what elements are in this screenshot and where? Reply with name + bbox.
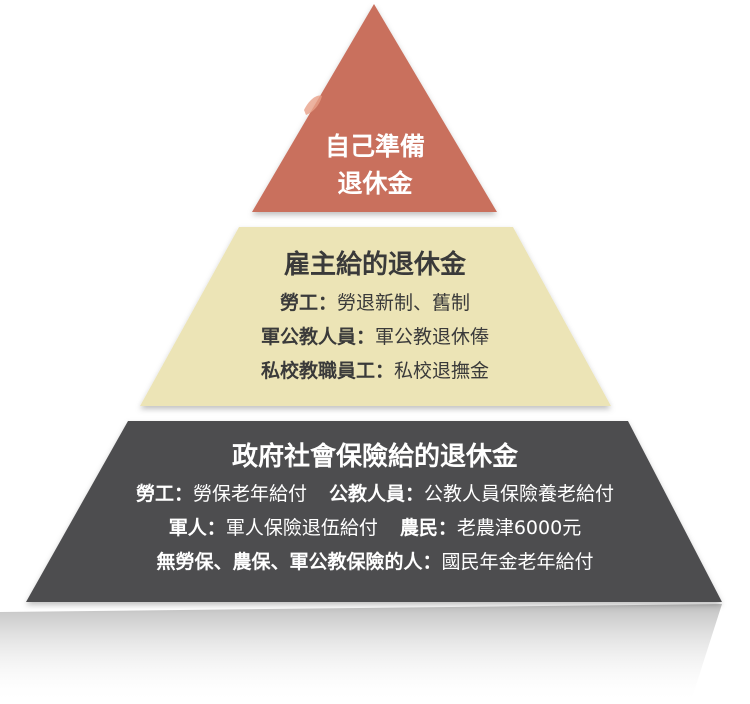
top-tier-line-1: 自己準備 [324, 132, 425, 161]
row-text: 國民年金老年給付 [441, 551, 594, 573]
pyramid-top-tier [252, 4, 497, 212]
row-label: 無勞保、農保、軍公教保險的人： [156, 551, 442, 573]
pyramid-bottom-tier [26, 421, 722, 602]
row-text: 私校退撫金 [394, 360, 490, 382]
floor-shadow [0, 604, 722, 704]
row-text: 勞退新制、舊制 [337, 292, 471, 314]
row-text: 軍公教退休俸 [375, 326, 490, 348]
row-label: 軍公教人員： [260, 326, 375, 348]
middle-tier-row: 私校教職員工：私校退撫金 [0, 354, 750, 388]
pyramid-middle-tier [140, 227, 611, 406]
row-label: 勞工： [135, 483, 193, 505]
row-text: 勞保老年給付 [192, 483, 307, 505]
middle-tier-text: 雇主給的退休金 勞工：勞退新制、舊制 軍公教人員：軍公教退休俸 私校教職員工：私… [0, 244, 750, 388]
row-label: 公教人員： [329, 483, 425, 505]
row-text: 老農津6000元 [456, 517, 582, 539]
bottom-tier-title: 政府社會保險給的退休金 [231, 442, 518, 472]
leaf-decoration [304, 95, 322, 115]
middle-tier-title: 雇主給的退休金 [283, 250, 466, 280]
top-tier-text: 自己準備 退休金 [0, 128, 750, 202]
bottom-tier-row: 勞工：勞保老年給付公教人員：公教人員保險養老給付 [0, 477, 750, 511]
row-label: 農民： [399, 517, 457, 539]
row-label: 軍人： [168, 517, 226, 539]
top-tier-line-2: 退休金 [337, 169, 413, 198]
bottom-tier-text: 政府社會保險給的退休金 勞工：勞保老年給付公教人員：公教人員保險養老給付 軍人：… [0, 437, 750, 579]
row-text: 公教人員保險養老給付 [424, 483, 615, 505]
bottom-tier-row: 軍人：軍人保險退伍給付農民：老農津6000元 [0, 511, 750, 545]
row-text: 軍人保險退伍給付 [225, 517, 378, 539]
bottom-tier-row: 無勞保、農保、軍公教保險的人：國民年金老年給付 [0, 545, 750, 579]
middle-tier-row: 勞工：勞退新制、舊制 [0, 286, 750, 320]
row-label: 私校教職員工： [260, 360, 394, 382]
middle-tier-row: 軍公教人員：軍公教退休俸 [0, 320, 750, 354]
row-label: 勞工： [279, 292, 337, 314]
